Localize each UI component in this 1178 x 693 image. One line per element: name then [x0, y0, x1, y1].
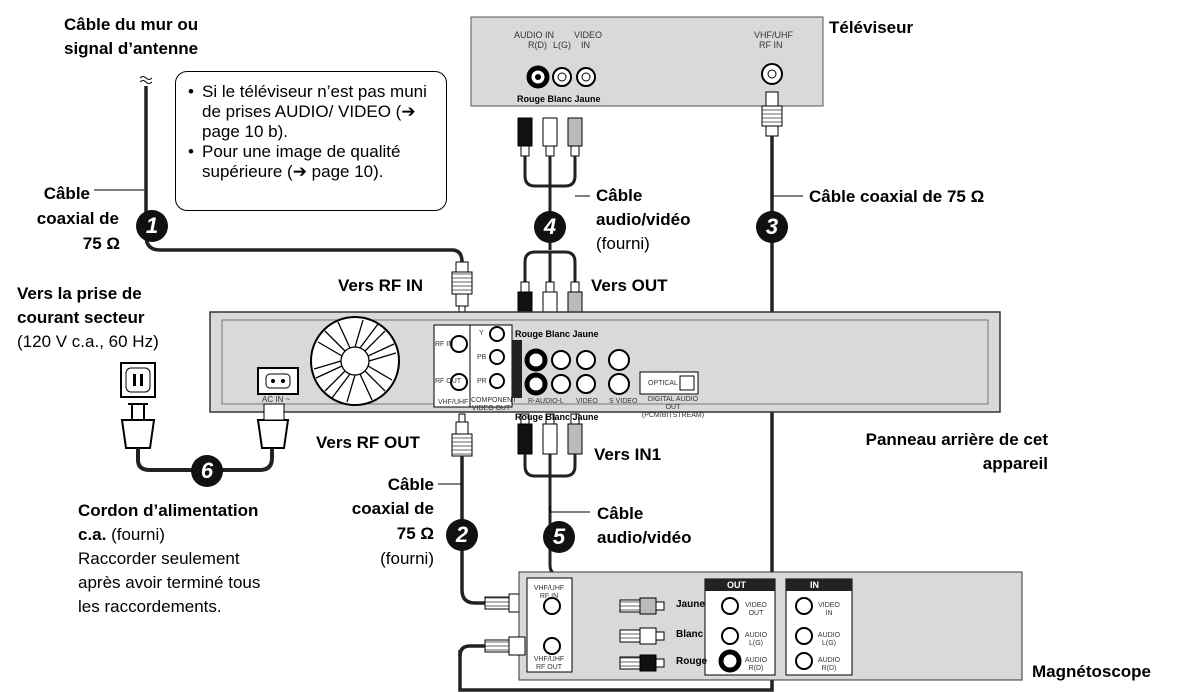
rear-r-audio-l: R-AUDIO-L [528, 398, 564, 405]
vcr-audio-rd: AUDIO R(D) [744, 657, 768, 672]
rear-y: Y [479, 330, 484, 337]
wall-outlet [120, 362, 156, 398]
rear-rf-out: RF OUT [435, 378, 462, 385]
label-cord-4: après avoir terminé tous [78, 573, 261, 592]
label-cord-3: Raccorder seulement [78, 549, 240, 568]
vcr-video-out: VIDEO OUT [745, 602, 767, 617]
vcr-in-audio-rd: AUDIO R(D) [817, 657, 841, 672]
label-coax2-3: 75 Ω [396, 524, 434, 543]
vcr-blanc: Blanc [676, 629, 704, 640]
label-cord-1: Cordon d’alimentation [78, 501, 259, 520]
vcr-in: IN [810, 580, 819, 590]
label-coax3: Câble coaxial de 75 Ω [809, 187, 985, 206]
note-item-1: Si le téléviseur n’est pas muni de prise… [202, 82, 427, 141]
rear-colors-top: Rouge Blanc Jaune [515, 329, 599, 339]
vcr-jaune: Jaune [676, 599, 705, 610]
tv-jacks [526, 63, 783, 89]
label-vcr: Magnétoscope [1032, 662, 1152, 681]
tv-panel [470, 16, 824, 107]
tv-audio-in: AUDIO IN [514, 30, 555, 40]
rear-video: VIDEO [576, 398, 598, 405]
vcr-rouge: Rouge [676, 656, 708, 667]
label-vers-out: Vers OUT [591, 276, 668, 295]
rear-component: COMPONENT VIDEO OUT [471, 397, 517, 412]
label-antenna-2: signal d’antenne [64, 39, 199, 58]
tv-color-labels: Rouge Blanc Jaune [517, 94, 601, 104]
rear-ac-in: AC IN ~ [262, 395, 291, 404]
step-badge-4: 4 [534, 211, 566, 243]
rear-colors-bottom: Rouge Blanc Jaune [515, 412, 599, 422]
tv-in: IN [581, 40, 590, 50]
rear-vhf: VHF/UHF [438, 399, 469, 406]
label-panel-1: Panneau arrière de cet [865, 430, 1048, 449]
label-coax1-3: 75 Ω [82, 234, 120, 253]
vcr-video-in: VIDEO IN [818, 602, 840, 617]
rear-s-video: S VIDEO [609, 398, 638, 405]
vcr-rf-in: VHF/UHF RF IN [533, 585, 565, 600]
label-tv: Téléviseur [829, 18, 914, 37]
tv-rf-in: RF IN [759, 40, 783, 50]
vcr-audio-lg: AUDIO L(G) [744, 632, 768, 647]
label-av5-2: audio/vidéo [597, 528, 692, 547]
note-item-2: Pour une image de qualité supérieure (➔ … [202, 142, 401, 181]
label-prise-1: Vers la prise de [17, 284, 142, 303]
leader-av5 [549, 506, 590, 513]
step-badge-5: 5 [543, 521, 575, 553]
vcr-in-audio-lg: AUDIO L(G) [817, 632, 841, 647]
label-coax1-2: coaxial de [36, 209, 119, 228]
label-prise-2: courant secteur [17, 308, 145, 327]
label-vers-in1: Vers IN1 [594, 445, 662, 464]
bullet-icon: • [188, 82, 194, 101]
label-av4-2: audio/vidéo [596, 210, 691, 229]
step-badge-6: 6 [191, 455, 223, 487]
note-box: • Si le téléviseur n’est pas muni de pris… [175, 71, 447, 211]
coax-cable-2 [451, 413, 526, 613]
step-badge-3: 3 [756, 211, 788, 243]
bullet-icon: • [188, 142, 194, 161]
step-badge-1: 1 [136, 210, 168, 242]
tv-video: VIDEO [574, 30, 603, 40]
label-av4-1: Câble [596, 186, 643, 205]
rear-digital: DIGITAL AUDIO OUT (PCM/BITSTREAM) [641, 396, 705, 419]
rear-pr: PR [477, 378, 487, 385]
step-badge-2: 2 [446, 519, 478, 551]
coax-cable-3 [458, 91, 783, 692]
rear-panel [209, 311, 1001, 413]
rear-optical: OPTICAL [648, 380, 678, 387]
vcr-out: OUT [727, 580, 746, 590]
label-prise-3: (120 V c.a., 60 Hz) [17, 332, 159, 351]
label-coax2-2: coaxial de [351, 499, 434, 518]
label-coax2-1: Câble [387, 475, 434, 494]
label-coax1-1: Câble [43, 184, 90, 203]
rear-rf-in: RF IN [435, 341, 454, 348]
label-vers-rf-out: Vers RF OUT [316, 433, 420, 452]
tv-rd: R(D) [528, 40, 547, 50]
tv-lg: L(G) [553, 40, 571, 50]
label-panel-2: appareil [982, 454, 1048, 473]
tv-vhf: VHF/UHF [754, 30, 793, 40]
rear-pb: PB [477, 354, 487, 361]
label-antenna-1: Câble du mur ou [64, 15, 199, 34]
vcr-rf-out: VHF/UHF RF OUT [533, 656, 565, 671]
label-av5-1: Câble [597, 504, 644, 523]
vcr-panel [458, 571, 1023, 681]
av-plugs-tv [517, 117, 583, 282]
label-coax2-4: (fourni) [380, 549, 434, 568]
label-cord-2: c.a. (fourni) [78, 525, 165, 544]
label-cord-5: les raccordements. [78, 597, 222, 616]
label-vers-rf-in: Vers RF IN [338, 276, 424, 295]
label-av4-3: (fourni) [596, 234, 650, 253]
